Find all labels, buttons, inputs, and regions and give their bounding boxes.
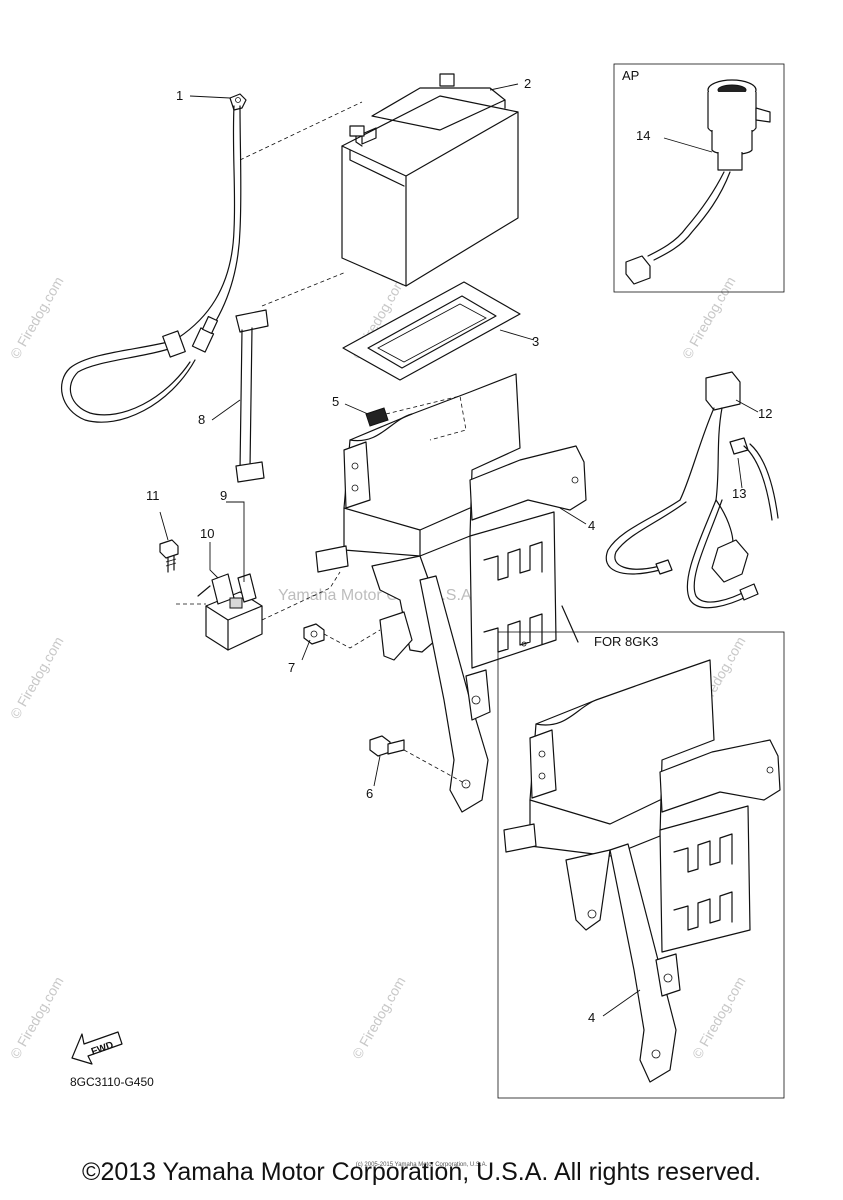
battery-box	[315, 373, 587, 813]
part-9-starter-relay	[197, 573, 263, 651]
watermark-firedog: © Firedog.com	[7, 974, 67, 1062]
callout-12: 12	[758, 406, 772, 421]
drawing-code: 8GC3110-G450	[70, 1075, 154, 1089]
fwd-arrow-icon: FWD	[71, 1031, 123, 1065]
callout-6: 6	[366, 786, 373, 801]
callout-14: 14	[636, 128, 650, 143]
callout-9: 9	[220, 488, 227, 503]
callout-4: 4	[588, 518, 595, 533]
callout-1: 1	[176, 88, 183, 103]
callout-5: 5	[332, 394, 339, 409]
part-3-battery-pad	[342, 281, 521, 381]
part-6-bolt	[369, 735, 405, 757]
watermark-firedog: © Firedog.com	[7, 274, 67, 362]
part-5-clip	[365, 407, 389, 427]
callout-7: 7	[288, 660, 295, 675]
callout-2: 2	[524, 76, 531, 91]
callout-10: 10	[200, 526, 214, 541]
part-8-battery-strap	[235, 309, 269, 483]
callout-4-inset: 4	[588, 1010, 595, 1025]
callout-8: 8	[198, 412, 205, 427]
part-7-nut	[303, 623, 325, 645]
ap-inset: AP	[613, 63, 785, 293]
part-13-cable-tie	[729, 437, 779, 521]
footer-copyright: ©2013 Yamaha Motor Corporation, U.S.A. A…	[82, 1158, 761, 1186]
part-12-wire-harness	[605, 371, 759, 609]
watermark-firedog: © Firedog.com	[689, 974, 749, 1062]
for-8gk3-frame	[497, 631, 785, 1099]
watermark-firedog: © Firedog.com	[349, 974, 409, 1062]
for-8gk3-label: FOR 8GK3	[594, 634, 658, 649]
callout-11: 11	[146, 488, 160, 503]
small-copyright: (c) 2005-2015 Yamaha Motor Corporation, …	[355, 1162, 488, 1168]
ap-label: AP	[622, 68, 639, 83]
part-1-battery-cable	[61, 93, 247, 423]
callout-3: 3	[532, 334, 539, 349]
callout-labels: 1 2 3 4 5 6 7 8 9 10 11 12 13 14 4	[146, 76, 772, 1025]
watermark-firedog: © Firedog.com	[679, 274, 739, 362]
watermark-firedog: © Firedog.com	[7, 634, 67, 722]
part-11-bolt	[159, 539, 179, 573]
leader-lines	[159, 83, 759, 1017]
part-2-battery	[341, 73, 519, 287]
callout-13: 13	[732, 486, 746, 501]
watermark-yamaha: Yamaha Motor Corp. U.S.A.	[278, 587, 476, 604]
ap-frame	[613, 63, 785, 293]
for-8gk3-inset: FOR 8GK3	[497, 631, 785, 1099]
